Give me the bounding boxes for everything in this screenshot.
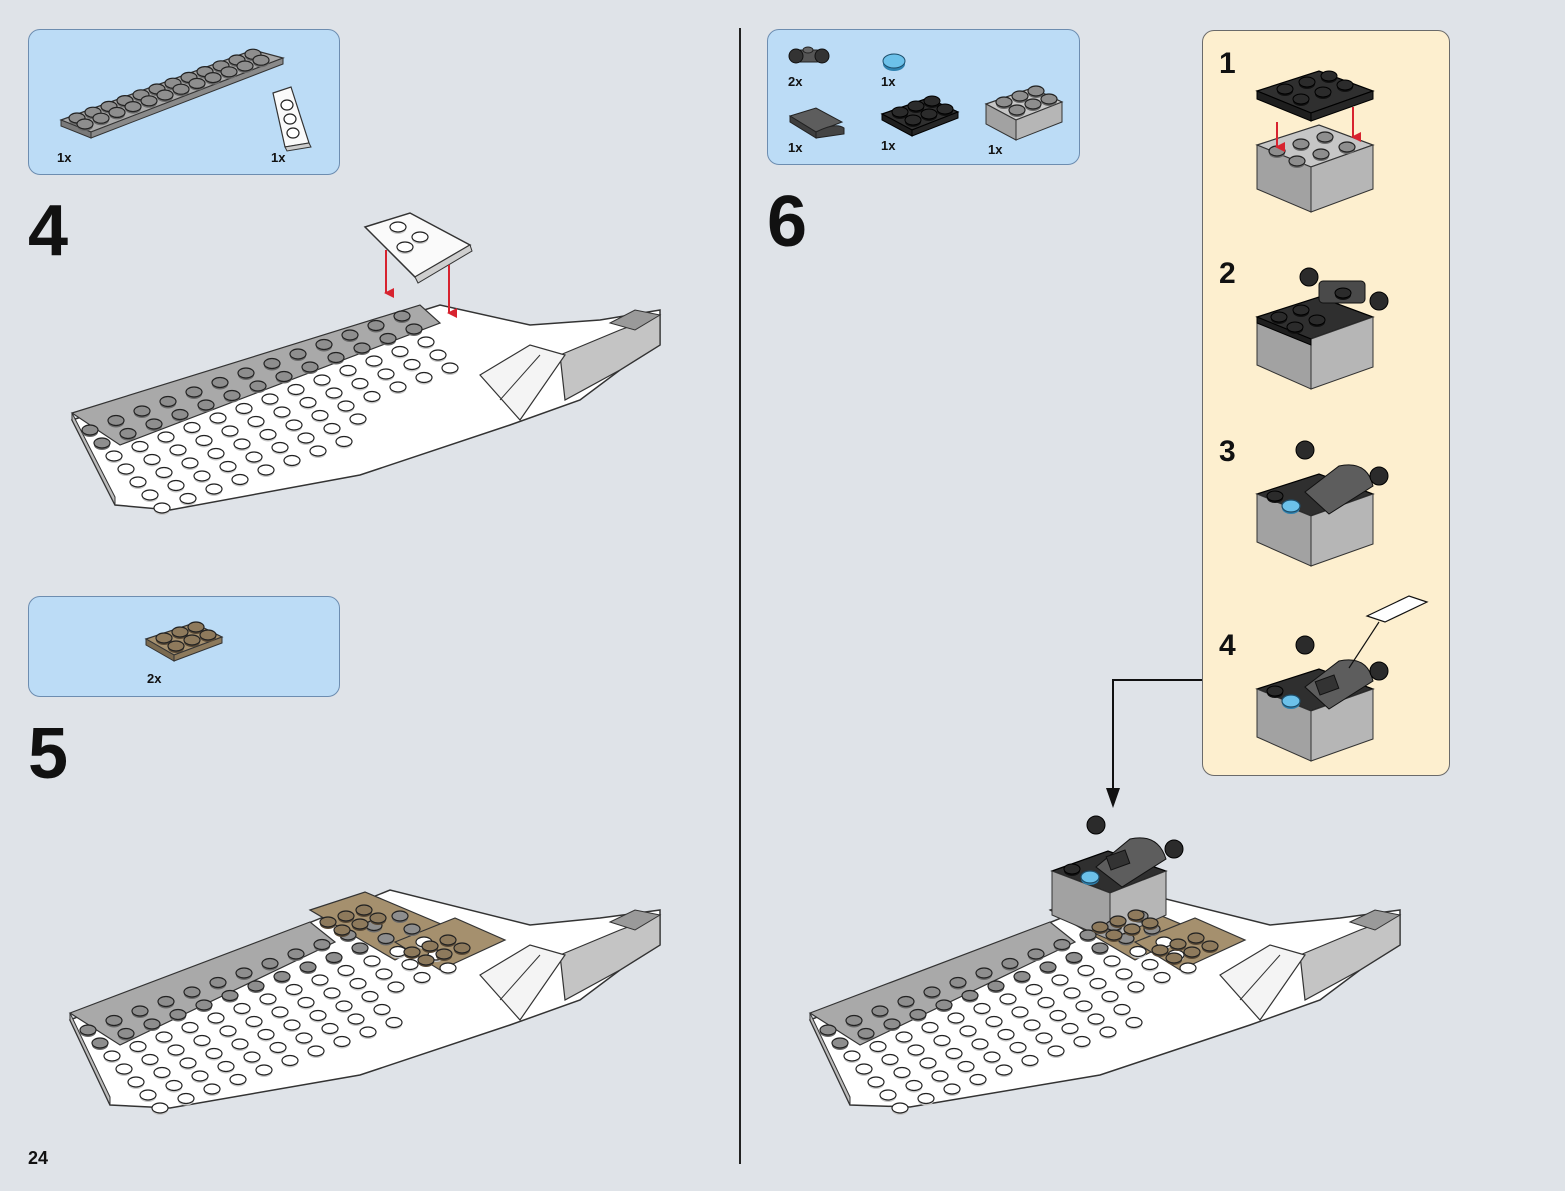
page-number: 24 bbox=[28, 1148, 49, 1168]
gray-1x12-plate-icon bbox=[59, 48, 285, 139]
part-qty: 1x bbox=[881, 138, 896, 153]
part-qty: 1x bbox=[57, 150, 72, 165]
step4-parts-box: 1x 1x bbox=[28, 29, 340, 175]
step-number: 6 bbox=[767, 182, 808, 262]
page-divider bbox=[739, 28, 741, 1164]
substep1-illustration bbox=[1255, 70, 1375, 213]
step5-parts-box: 2x bbox=[28, 596, 340, 697]
white-wedge-plate-icon bbox=[272, 86, 312, 152]
trans-blue-round-tile-icon bbox=[882, 53, 906, 71]
step6-parts-box: 2x 1x 1x 1x 1x bbox=[767, 29, 1080, 165]
substep4-illustration bbox=[1255, 595, 1429, 762]
substep-number: 2 bbox=[1219, 257, 1236, 290]
step4-model-illustration bbox=[70, 212, 662, 516]
part-qty: 1x bbox=[271, 150, 286, 165]
part-qty: 1x bbox=[881, 74, 896, 89]
substep-number: 1 bbox=[1219, 47, 1236, 80]
substep-number: 4 bbox=[1219, 629, 1236, 662]
subassembly-panel: 1 2 3 4 bbox=[1202, 30, 1450, 776]
step-number: 4 bbox=[28, 191, 69, 271]
substep3-illustration bbox=[1255, 440, 1389, 567]
subassembly-connector-arrow bbox=[1106, 679, 1202, 808]
step5-model-illustration bbox=[68, 889, 662, 1116]
substep2-illustration bbox=[1255, 267, 1389, 390]
part-qty: 2x bbox=[788, 74, 803, 89]
black-2x3-plate-icon bbox=[880, 95, 960, 137]
step6-model-illustration bbox=[808, 815, 1402, 1116]
light-gray-2x3-brick-icon bbox=[984, 85, 1064, 141]
dark-gray-wheel-holder-icon bbox=[788, 46, 830, 64]
part-qty: 2x bbox=[147, 671, 162, 686]
substep-number: 3 bbox=[1219, 435, 1236, 468]
tan-2x3-plate-icon bbox=[144, 621, 224, 662]
dark-gray-curved-slope-icon bbox=[788, 107, 845, 139]
part-qty: 1x bbox=[988, 142, 1003, 157]
part-qty: 1x bbox=[788, 140, 803, 155]
step-number: 5 bbox=[28, 714, 69, 794]
